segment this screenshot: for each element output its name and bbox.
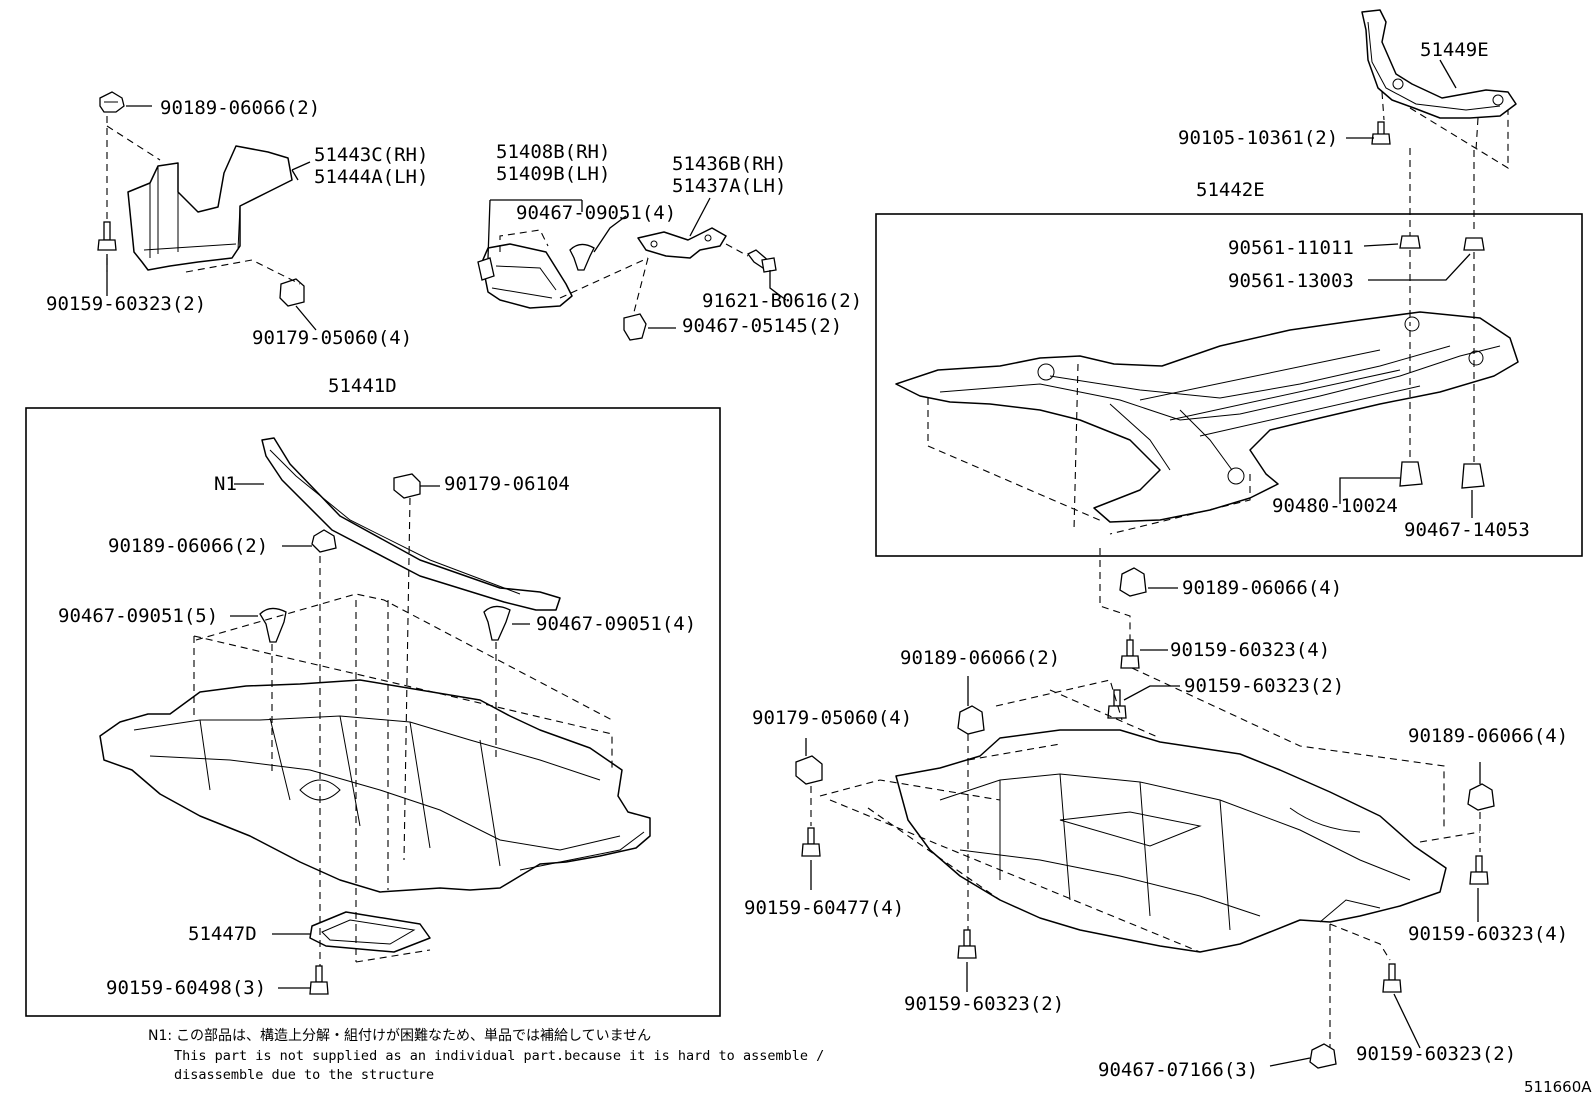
fastener-90467-07166 — [1309, 1043, 1337, 1069]
fastener-90159-60323-bottom-c — [957, 929, 977, 959]
label-90159-60477-4: 90159-60477(4) — [744, 897, 904, 919]
fastener-90467-05145 — [623, 313, 647, 341]
label-90179-06104: 90179-06104 — [444, 473, 570, 495]
label-51442e: 51442E — [1196, 179, 1265, 201]
part-engine-under-cover — [895, 729, 1447, 953]
fastener-90159-60477 — [801, 827, 821, 857]
fastener-90159-60498 — [309, 965, 329, 995]
fastener-90467-09051-top — [569, 243, 595, 271]
label-51443c-rh: 51443C(RH) — [314, 144, 428, 166]
fastener-90179-05060-bottom — [795, 755, 823, 785]
label-90159-60323-2-c: 90159-60323(2) — [1356, 1043, 1516, 1065]
part-51408b-panel — [477, 243, 573, 309]
label-90467-09051-4-top: 90467-09051(4) — [516, 202, 676, 224]
fastener-90189-06066-front — [311, 529, 337, 553]
label-90105-10361-2: 90105-10361(2) — [1178, 127, 1338, 149]
fastener-90159-60323-bottom-e — [1382, 963, 1402, 993]
fastener-90189-06066-bottom-c — [1467, 783, 1495, 811]
fastener-90467-09051-front-b — [483, 605, 511, 641]
fastener-90189-06066-top-left — [99, 91, 125, 113]
label-90467-09051-4-front: 90467-09051(4) — [536, 613, 696, 635]
label-90159-60323-2-b: 90159-60323(2) — [904, 993, 1064, 1015]
footnote-english-line2: disassemble due to the structure — [174, 1067, 434, 1083]
label-90179-05060-4-top: 90179-05060(4) — [252, 327, 412, 349]
label-90561-13003: 90561-13003 — [1228, 270, 1354, 292]
label-90189-06066-2-bottom: 90189-06066(2) — [900, 647, 1060, 669]
fastener-90561-11011 — [1399, 235, 1421, 249]
label-90480-10024: 90480-10024 — [1272, 495, 1398, 517]
footnote-japanese: この部品は、構造上分解・組付けが困難なため、単品では補給していません — [176, 1028, 651, 1044]
label-90467-07166-3: 90467-07166(3) — [1098, 1059, 1258, 1081]
fastener-90159-60323-bottom-d — [1469, 855, 1489, 885]
fastener-90467-14053 — [1461, 463, 1485, 489]
label-51441d: 51441D — [328, 375, 397, 397]
footnote-english-line1: This part is not supplied as an individu… — [174, 1048, 824, 1064]
fastener-90179-06104 — [393, 473, 421, 499]
fastener-90159-60323-bottom-a — [1120, 639, 1140, 669]
part-51449e-bracket — [1361, 9, 1517, 119]
group-box-51441d — [25, 407, 721, 1017]
label-90179-05060-4-bottom: 90179-05060(4) — [752, 707, 912, 729]
fastener-91621-b0616 — [747, 249, 777, 273]
part-51443c-shield — [127, 145, 293, 271]
label-90189-06066-4-b: 90189-06066(4) — [1408, 725, 1568, 747]
footnote-marker: N1: — [148, 1028, 172, 1044]
label-51408b-rh: 51408B(RH) — [496, 141, 610, 163]
label-51409b-lh: 51409B(LH) — [496, 163, 610, 185]
label-51437a-lh: 51437A(LH) — [672, 175, 786, 197]
label-90467-14053: 90467-14053 — [1404, 519, 1530, 541]
label-n1: N1 — [214, 473, 237, 495]
label-90159-60323-4-a: 90159-60323(4) — [1170, 639, 1330, 661]
part-51436b-bracket — [637, 227, 727, 259]
fastener-90189-06066-bottom-a — [1119, 567, 1147, 597]
label-90159-60323-4-b: 90159-60323(4) — [1408, 923, 1568, 945]
label-90189-06066-2-top: 90189-06066(2) — [160, 97, 320, 119]
label-90159-60498-3: 90159-60498(3) — [106, 977, 266, 999]
label-90189-06066-4-a: 90189-06066(4) — [1182, 577, 1342, 599]
part-51442e-cover — [895, 311, 1519, 523]
fastener-90159-60323-bottom-b — [1107, 689, 1127, 719]
fastener-90189-06066-bottom-b — [957, 705, 985, 735]
fastener-90159-60323-top-left — [97, 221, 117, 251]
part-n1-brace — [261, 437, 561, 611]
label-90467-05145-2: 90467-05145(2) — [682, 315, 842, 337]
label-90159-60323-2-top: 90159-60323(2) — [46, 293, 206, 315]
label-90561-11011: 90561-11011 — [1228, 237, 1354, 259]
label-51444a-lh: 51444A(LH) — [314, 166, 428, 188]
label-51447d: 51447D — [188, 923, 257, 945]
label-90159-60323-2-a: 90159-60323(2) — [1184, 675, 1344, 697]
label-51436b-rh: 51436B(RH) — [672, 153, 786, 175]
label-91621-b0616-2: 91621-B0616(2) — [702, 290, 862, 312]
part-51447d-plate — [309, 911, 431, 953]
fastener-90561-13003 — [1463, 237, 1485, 251]
label-90189-06066-2-front: 90189-06066(2) — [108, 535, 268, 557]
fastener-90480-10024 — [1399, 461, 1423, 487]
fastener-90179-05060-top-left — [279, 278, 305, 307]
label-90467-09051-5: 90467-09051(5) — [58, 605, 218, 627]
group-box-51442e — [875, 213, 1583, 557]
diagram-code: 511660A — [1524, 1078, 1592, 1096]
part-51441d-cover — [99, 679, 651, 893]
fastener-90105-10361 — [1371, 121, 1391, 145]
fastener-90467-09051-front-a — [259, 607, 287, 643]
label-51449e: 51449E — [1420, 39, 1489, 61]
